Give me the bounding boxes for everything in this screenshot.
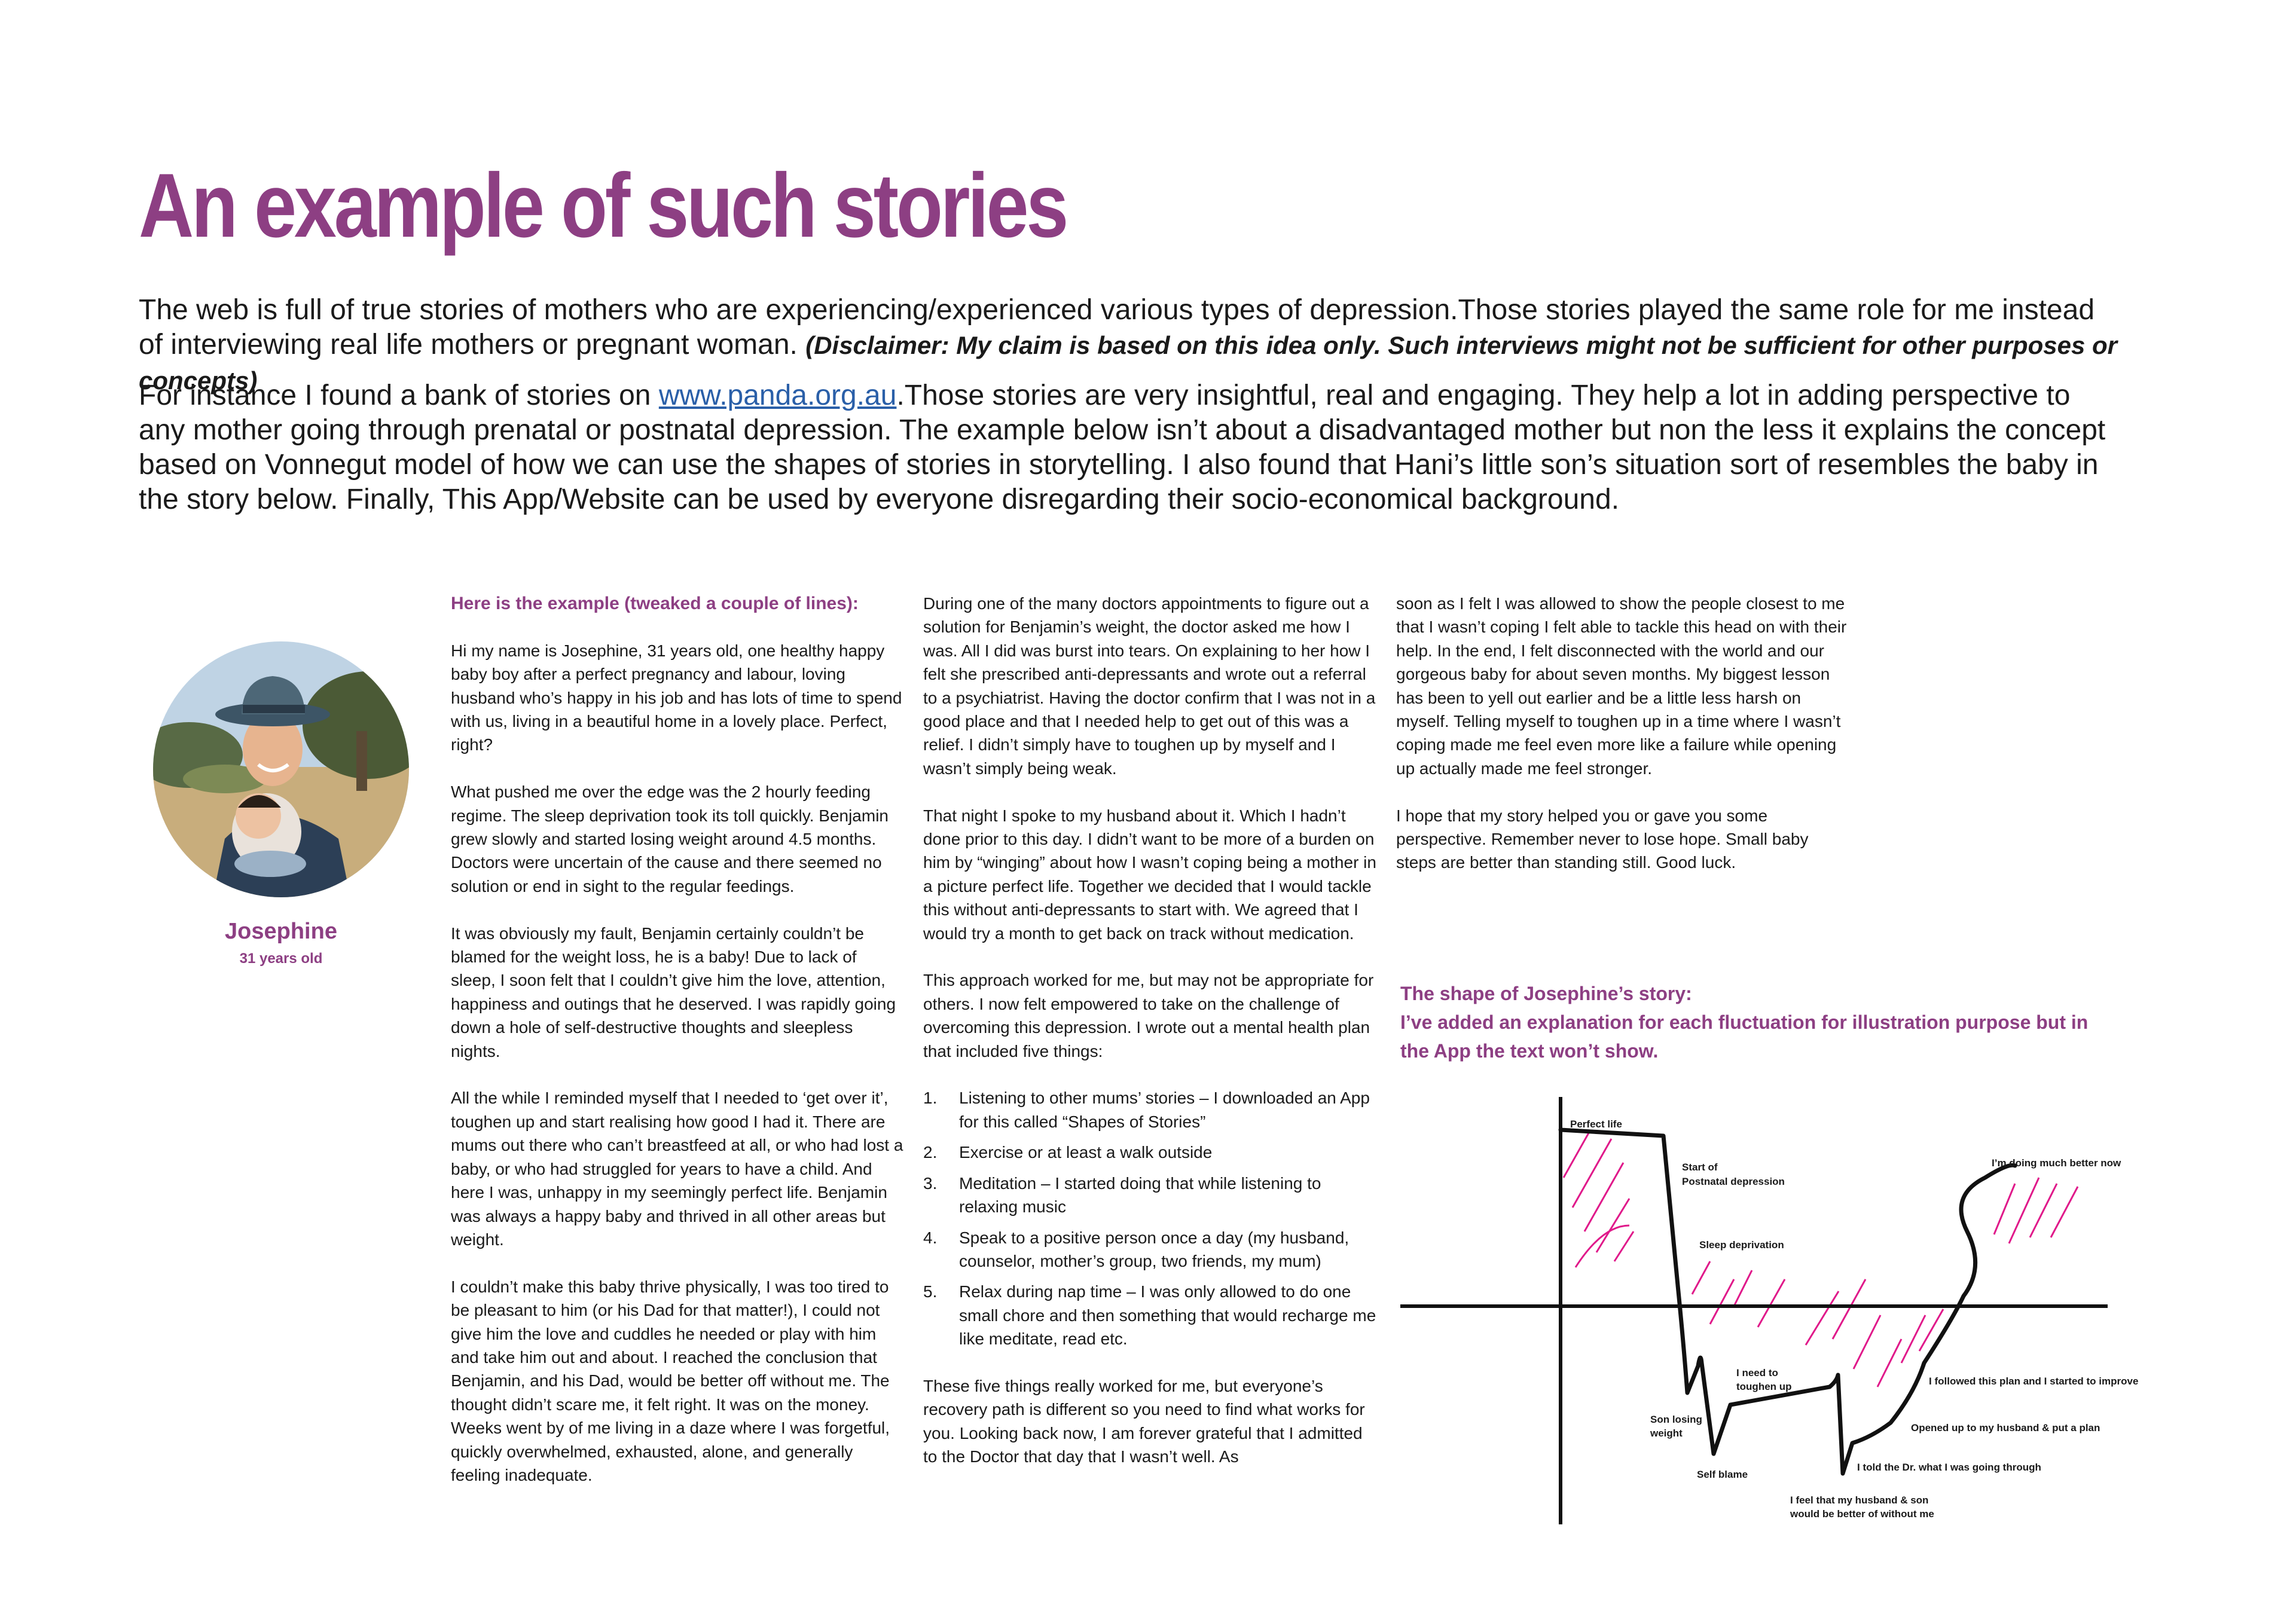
list-number: 5. — [923, 1282, 938, 1301]
health-plan-list: 1. Listening to other mums’ stories – I d… — [923, 1086, 1378, 1350]
disclaimer-text: (Disclaimer: My claim is based on this i… — [139, 331, 2117, 395]
list-number: 2. — [923, 1143, 938, 1162]
page-title: An example of such stories — [139, 155, 1068, 256]
profile-name: Josephine — [225, 919, 337, 944]
story-heading: Here is the example (tweaked a couple of… — [451, 594, 859, 613]
story-shape-heading: The shape of Josephine’s story: I’ve add… — [1400, 979, 2118, 1065]
story-shape-note: I’ve added an explanation for each fluct… — [1400, 1011, 2089, 1062]
label-followed-plan: I followed this plan and I started to im… — [1929, 1376, 2138, 1387]
story-paragraph: soon as I felt I was allowed to show the… — [1396, 594, 1847, 778]
label-doing-better: I’m doing much better now — [1992, 1157, 2121, 1169]
intro-text-2b: .Those stories are very insightful, real… — [139, 380, 2106, 515]
label-perfect-life: Perfect life — [1570, 1118, 1622, 1130]
list-text: Relax during nap time – I was only allow… — [959, 1282, 1376, 1349]
story-paragraph: All the while I reminded myself that I n… — [451, 1089, 903, 1249]
label-toughen-up: toughen up — [1736, 1381, 1792, 1392]
label-start: Start of — [1682, 1162, 1718, 1173]
hatch-below — [1691, 1261, 1944, 1387]
story-column-2: During one of the many doctors appointme… — [923, 592, 1378, 1492]
intro-paragraph-2: For instance I found a bank of stories o… — [139, 378, 2124, 517]
list-item: 1. Listening to other mums’ stories – I d… — [923, 1086, 1378, 1133]
label-start-postnatal: Postnatal depression — [1682, 1176, 1785, 1187]
story-paragraph: What pushed me over the edge was the 2 h… — [451, 783, 889, 895]
label-son-losing: Son losing — [1650, 1414, 1702, 1425]
list-number: 1. — [923, 1089, 938, 1108]
story-paragraph: These five things really worked for me, … — [923, 1376, 1365, 1466]
label-son-weight: weight — [1650, 1428, 1683, 1439]
label-toughen: I need to — [1736, 1367, 1778, 1379]
list-item: 3. Meditation – I started doing that whil… — [923, 1172, 1378, 1219]
list-text: Listening to other mums’ stories – I dow… — [959, 1089, 1370, 1131]
hatch-above-recovery — [1993, 1177, 2079, 1244]
label-sleep-deprivation: Sleep deprivation — [1699, 1239, 1784, 1251]
profile-age: 31 years old — [239, 950, 323, 967]
story-paragraph: Hi my name is Josephine, 31 years old, o… — [451, 641, 902, 754]
list-text: Meditation – I started doing that while … — [959, 1173, 1321, 1217]
list-text: Exercise or at least a walk outside — [959, 1143, 1213, 1162]
story-shape-line — [1558, 1127, 2017, 1476]
intro-text-2a: For instance I found a bank of stories o… — [139, 380, 659, 411]
list-item: 5. Relax during nap time – I was only all… — [923, 1280, 1378, 1350]
label-self-blame: Self blame — [1697, 1469, 1748, 1480]
story-shape-title: The shape of Josephine’s story: — [1400, 983, 1692, 1004]
story-paragraph: It was obviously my fault, Benjamin cert… — [451, 924, 896, 1060]
story-column-1: Here is the example (tweaked a couple of… — [451, 592, 905, 1511]
label-told-dr: I told the Dr. what I was going through — [1857, 1462, 2041, 1473]
intro-paragraph-1: The web is full of true stories of mothe… — [139, 293, 2124, 398]
label-better-off: I feel that my husband & son — [1790, 1494, 1928, 1506]
panda-link[interactable]: www.panda.org.au — [658, 380, 897, 411]
list-number: 4. — [923, 1228, 938, 1247]
profile-photo-illustration — [153, 641, 409, 897]
profile-photo — [153, 641, 409, 897]
list-item: 2. Exercise or at least a walk outside — [923, 1141, 1378, 1164]
list-number: 3. — [923, 1173, 938, 1193]
label-better-off-2: would be better of without me — [1790, 1508, 1934, 1520]
story-paragraph: During one of the many doctors appointme… — [923, 594, 1376, 778]
hatch-above-start — [1562, 1129, 1635, 1268]
list-text: Speak to a positive person once a day (m… — [959, 1228, 1349, 1270]
intro-text-1: The web is full of true stories of mothe… — [139, 294, 2095, 360]
story-paragraph: That night I spoke to my husband about i… — [923, 806, 1376, 943]
list-item: 4. Speak to a positive person once a day … — [923, 1226, 1378, 1273]
story-column-3: soon as I felt I was allowed to show the… — [1396, 592, 1851, 898]
story-paragraph: I couldn’t make this baby thrive physica… — [451, 1277, 890, 1484]
story-paragraph: This approach worked for me, but may not… — [923, 971, 1374, 1060]
story-shape-diagram: Perfect life Start of Postnatal depressi… — [1400, 1097, 2138, 1524]
label-opened-up: Opened up to my husband & put a plan — [1911, 1422, 2100, 1434]
story-paragraph: I hope that my story helped you or gave … — [1396, 806, 1809, 872]
